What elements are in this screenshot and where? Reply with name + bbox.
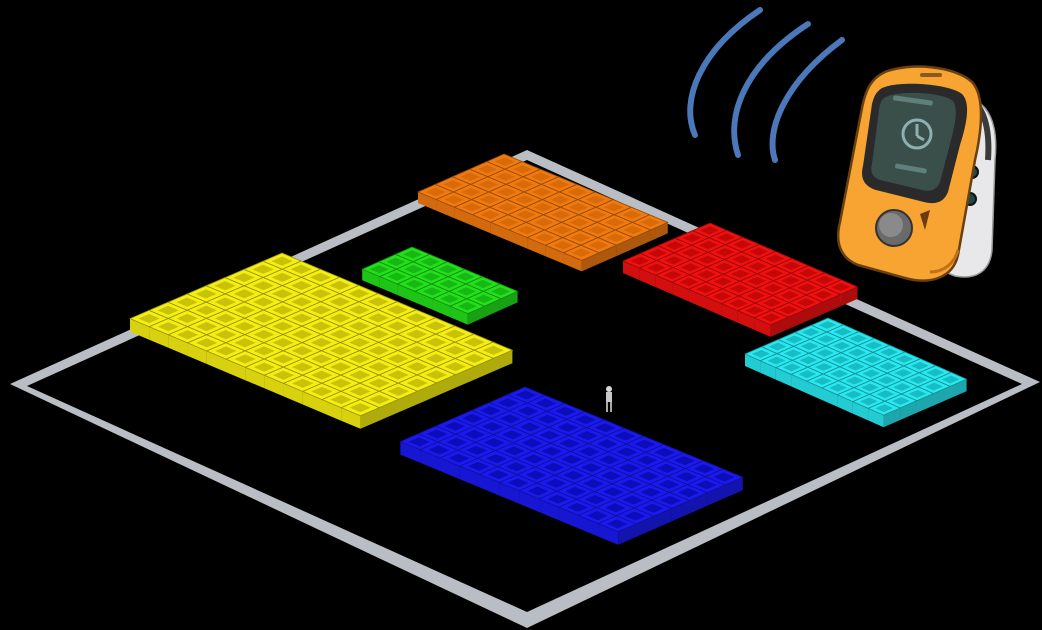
signal-waves-icon bbox=[690, 10, 842, 160]
round-button bbox=[876, 210, 912, 246]
handheld-device bbox=[838, 67, 996, 281]
